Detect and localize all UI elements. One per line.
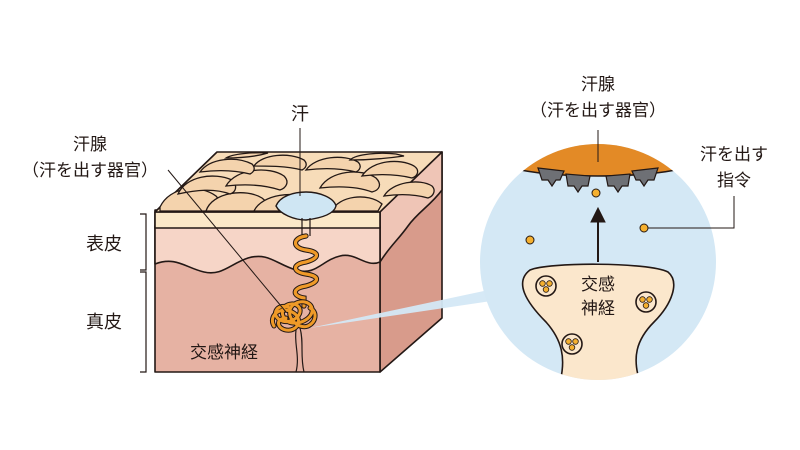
zoom-gland-cap — [480, 144, 716, 177]
signal-label-line1: 汗を出す — [700, 145, 768, 165]
gland-left-label-line2: （汗を出す器官） — [22, 161, 158, 181]
nerve-right-label-line2: 神経 — [581, 299, 615, 319]
skin-side-epidermis — [379, 151, 443, 263]
sympathetic-nerve-fiber — [294, 327, 305, 373]
signal-arrow — [590, 206, 606, 262]
sweat-label: 汗 — [291, 104, 309, 125]
neurotransmitter-dots — [525, 188, 649, 245]
epidermis-layer — [154, 225, 381, 274]
epidermis-label: 表皮 — [86, 234, 122, 255]
nerve-right-label-line1: 交感 — [581, 275, 615, 295]
layer-brackets — [140, 213, 147, 373]
sweat-gland-coil — [270, 299, 318, 333]
synaptic-vesicles — [535, 275, 657, 355]
stratum-layer — [154, 211, 381, 229]
dermis-label: 真皮 — [86, 312, 122, 333]
signal-leader-line — [648, 196, 735, 229]
gland-right-label-line2: （汗を出す器官） — [530, 101, 666, 121]
gland-left-label-line1: 汗腺 — [73, 135, 107, 155]
zoom-projection — [310, 288, 498, 328]
gland-leader-line — [167, 169, 287, 313]
signal-label-line2: 指令 — [717, 171, 751, 191]
sweat-pore — [301, 218, 311, 236]
gland-right-label-line1: 汗腺 — [581, 75, 615, 95]
nerve-left-label: 交感神経 — [190, 343, 258, 363]
nerve-terminal — [521, 263, 675, 380]
sweat-droplet — [275, 191, 337, 221]
receptor-bumps — [537, 167, 659, 194]
